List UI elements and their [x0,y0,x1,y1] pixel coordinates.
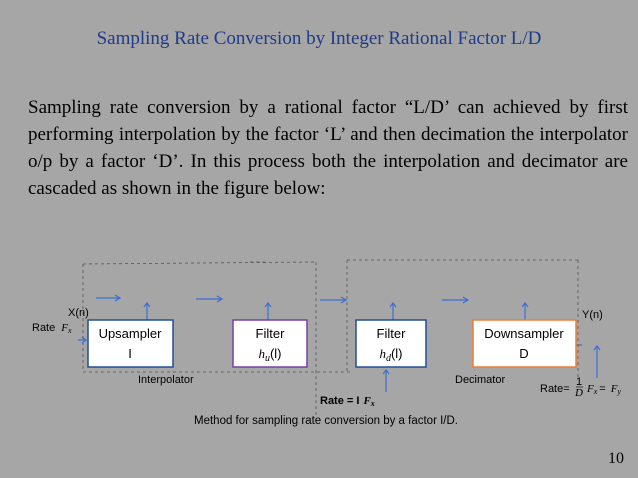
decimator-dashed-outline [346,259,579,380]
downsampler-label: Downsampler [484,326,564,341]
diagram-caption: Method for sampling rate conversion by a… [194,415,458,427]
interpolator-label: Interpolator [138,374,194,386]
upsampler-factor: I [128,346,132,361]
body-paragraph: Sampling rate conversion by a rational f… [28,97,628,199]
filter-hd-function: hd(l) [379,346,402,364]
slide-number: 10 [608,450,624,467]
interpolator-dashed-outline [82,261,350,416]
downsampler-factor: D [519,346,528,361]
slide-title: Sampling Rate Conversion by Integer Rati… [96,28,542,49]
filter-hd-label: Filter [377,326,407,341]
filter-hd-block [355,319,427,368]
decimator-label: Decimator [455,374,505,386]
filter-hu-block [232,319,308,368]
signal-arrows [78,294,601,392]
downsampler-block [472,319,577,368]
output-signal-label: Y(n) [582,309,603,321]
upsampler-label: Upsampler [99,326,163,341]
svg-text:Fx=Fy: Fx=Fy [586,383,621,396]
filter-hu-label: Filter [256,326,286,341]
upsampler-block [87,319,174,368]
output-rate-expression: Rate= 1 D Fx=Fy [540,376,621,399]
svg-text:D: D [574,387,583,399]
svg-text:1: 1 [576,376,582,388]
filter-hu-function: hu(l) [258,346,281,364]
input-signal-label: X(n) [68,307,89,319]
svg-text:Rate=: Rate= [540,383,570,395]
